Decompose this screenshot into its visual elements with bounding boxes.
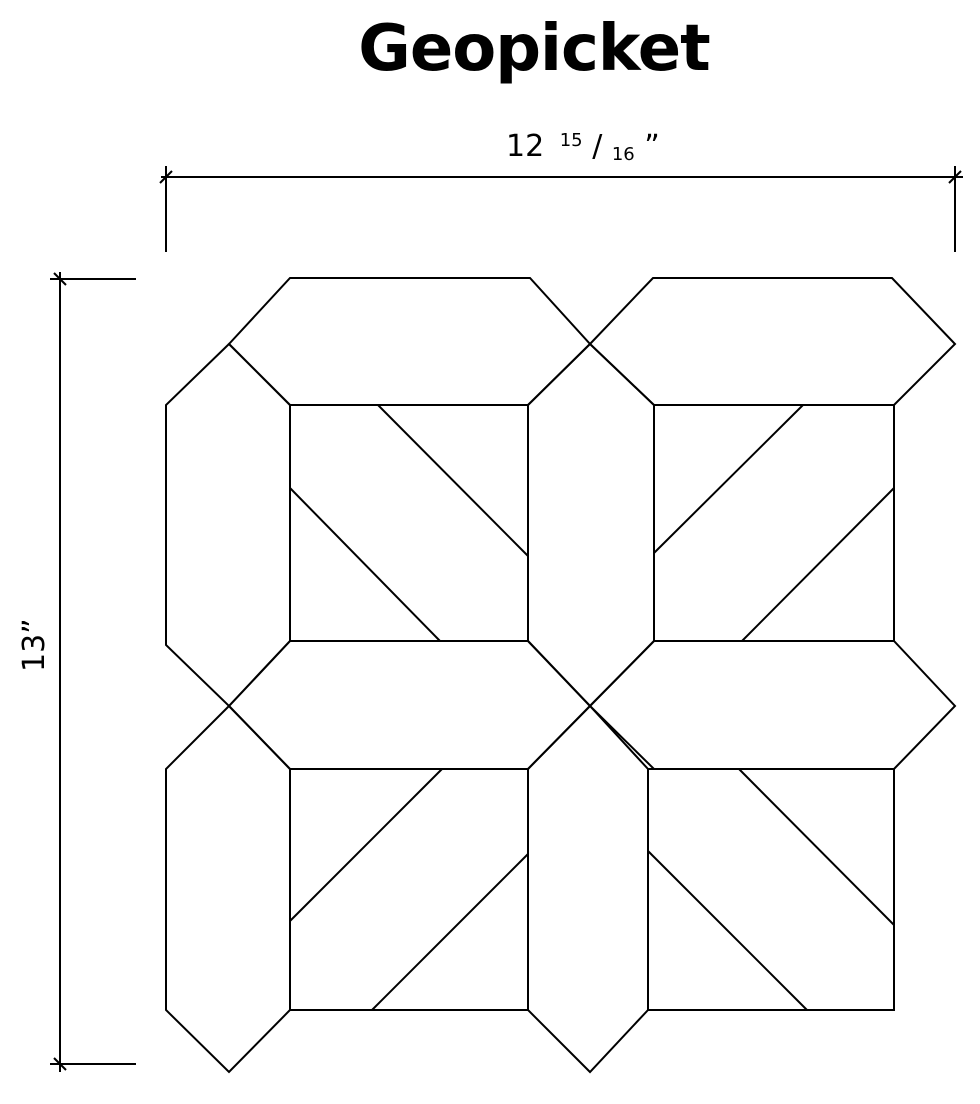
stripe-bottom-left-1 bbox=[289, 768, 443, 922]
square-bottom-left bbox=[289, 768, 529, 1011]
height-tick-top bbox=[53, 272, 67, 286]
width-label-denominator: 16 bbox=[612, 144, 635, 165]
picket-center-lower bbox=[527, 704, 649, 1074]
width-label-whole: 12 bbox=[506, 129, 544, 164]
width-tick-left bbox=[159, 170, 173, 184]
stripe-bottom-left-2 bbox=[371, 853, 529, 1011]
picket-left-lower bbox=[165, 704, 291, 1074]
width-label-slash: / bbox=[592, 129, 603, 164]
height-dimension bbox=[50, 272, 136, 1072]
mosaic-tile bbox=[165, 277, 957, 1074]
stripe-bottom-right-1 bbox=[738, 768, 895, 926]
stripe-top-left-1 bbox=[377, 404, 529, 557]
width-tick-right bbox=[948, 170, 962, 184]
width-label-inch-mark: ” bbox=[644, 129, 660, 164]
stripe-top-right-1 bbox=[653, 404, 804, 554]
width-label: 12 15 / 16 ” bbox=[506, 119, 660, 168]
picket-left-upper bbox=[165, 342, 291, 708]
picket-top-right bbox=[588, 277, 957, 406]
height-tick-bottom bbox=[53, 1057, 67, 1071]
square-top-right bbox=[653, 404, 895, 642]
stripe-top-right-2 bbox=[741, 487, 895, 642]
page-title: Geopicket bbox=[358, 12, 710, 86]
picket-middle-right bbox=[588, 640, 957, 770]
height-label: 13” bbox=[17, 618, 52, 672]
width-label-numerator: 15 bbox=[560, 130, 583, 151]
picket-center-upper bbox=[527, 342, 655, 708]
picket-top-left bbox=[227, 277, 592, 406]
picket-middle-left bbox=[227, 640, 592, 770]
stripe-bottom-right-2 bbox=[647, 850, 808, 1011]
width-dimension bbox=[159, 166, 963, 252]
square-bottom-right bbox=[647, 768, 895, 1011]
square-top-left bbox=[289, 404, 529, 642]
stripe-top-left-2 bbox=[289, 487, 441, 642]
